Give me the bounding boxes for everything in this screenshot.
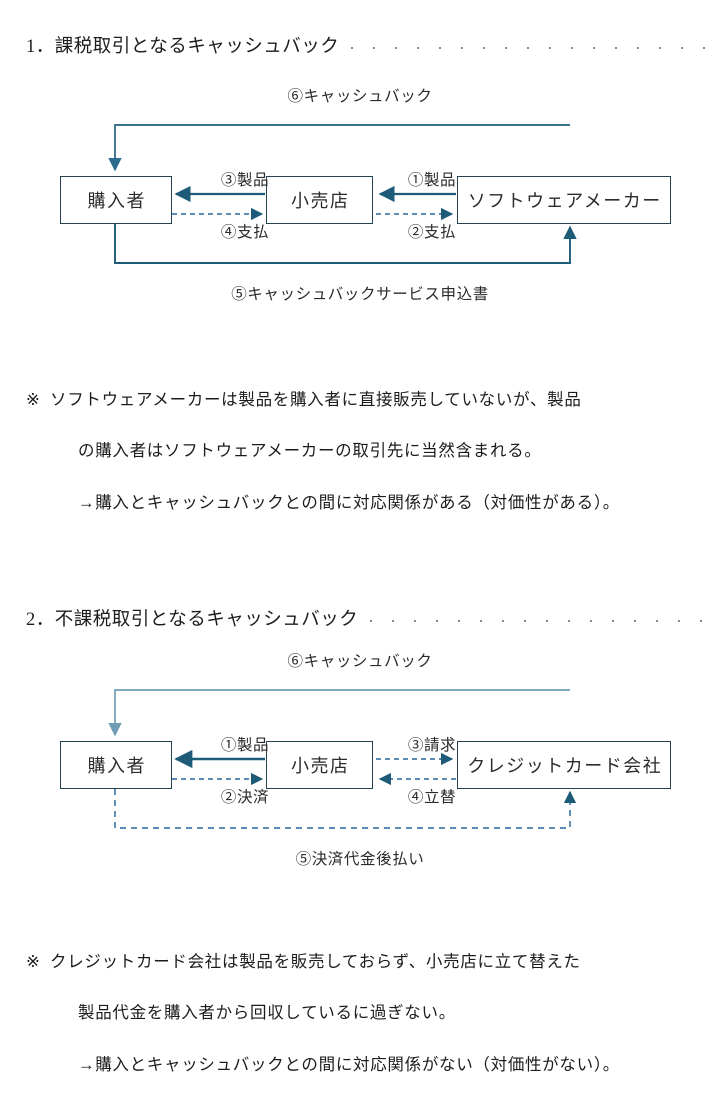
note-1-line-1-text: ソフトウェアメーカーは製品を購入者に直接販売していないが、製品 [50,390,582,409]
section-heading-1-text: 1．課税取引となるキャッシュバック [26,37,340,57]
note-1-line-3-text: →購入とキャッシュバックとの間に対応関係がある（対価性がある）。 [78,493,620,512]
flow-label-5-application: ⑤キャッシュバックサービス申込書 [231,286,489,303]
node-credit-card-company[interactable]: クレジットカード会社 [457,741,671,789]
note-1-line-1: ※ ソフトウェアメーカーは製品を購入者に直接販売していないが、製品 [26,390,700,409]
section-heading-1: 1．課税取引となるキャッシュバック [26,32,712,58]
flow-label-2: ②決済 [220,789,270,806]
note-2-line-1: ※ クレジットカード会社は製品を販売しておらず、小売店に立て替えた [26,952,700,971]
note-2-line-3-text: →購入とキャッシュバックとの間に対応関係がない（対価性がない）。 [78,1055,620,1074]
flow-label-2: ②支払 [407,224,457,241]
note-marker-2: ※ [26,952,41,971]
flow-label-3: ③製品 [220,172,270,189]
node-retailer[interactable]: 小売店 [266,176,373,224]
note-marker-1: ※ [26,390,41,409]
connector-6-cashback [108,689,570,737]
flow-label-4: ④支払 [220,224,270,241]
diagram-taxable-cashback: ③製品 ④支払 ①製品 ②支払 ⑥キャッシュバック ⑤キャッシュバックサービス申… [0,84,720,309]
connector-5-deferred-payment [114,789,577,829]
flow-label-5-deferred-payment: ⑤決済代金後払い [295,851,425,868]
section-heading-2: 2．不課税取引となるキャッシュバック [26,605,712,631]
section-heading-2-text: 2．不課税取引となるキャッシュバック [26,610,359,630]
note-2-line-2-text: 製品代金を購入者から回収しているに過ぎない。 [78,1003,456,1022]
note-2-line-3: →購入とキャッシュバックとの間に対応関係がない（対価性がない）。 [78,1055,700,1074]
node-buyer[interactable]: 購入者 [60,741,172,789]
diagram-nontaxable-cashback: ①製品 ②決済 ③請求 ④立替 ⑥キャッシュバック ⑤決済代金後払い 購入者 小… [0,649,720,874]
dot-leader [341,34,712,53]
flow-label-6-cashback: ⑥キャッシュバック [287,88,433,105]
node-software-maker[interactable]: ソフトウェアメーカー [457,176,671,224]
node-buyer[interactable]: 購入者 [60,176,172,224]
dot-leader [360,607,712,626]
connector-6-cashback [108,124,570,172]
note-1-line-2: の購入者はソフトウェアメーカーの取引先に当然含まれる。 [78,441,700,460]
note-1-line-2-text: の購入者はソフトウェアメーカーの取引先に当然含まれる。 [78,441,542,460]
diagram-1-connectors [108,124,577,264]
flow-label-4: ④立替 [407,789,457,806]
flow-label-6-cashback: ⑥キャッシュバック [287,653,433,670]
note-1-line-3: →購入とキャッシュバックとの間に対応関係がある（対価性がある）。 [78,493,700,512]
note-2-line-2: 製品代金を購入者から回収しているに過ぎない。 [78,1003,700,1022]
note-2-line-1-text: クレジットカード会社は製品を販売しておらず、小売店に立て替えた [50,952,581,971]
flow-label-3: ③請求 [407,737,457,754]
flow-label-1: ①製品 [220,737,270,754]
node-retailer[interactable]: 小売店 [266,741,373,789]
diagram-2-connectors [108,689,577,829]
connector-5-application [114,224,577,264]
flow-label-1: ①製品 [407,172,457,189]
